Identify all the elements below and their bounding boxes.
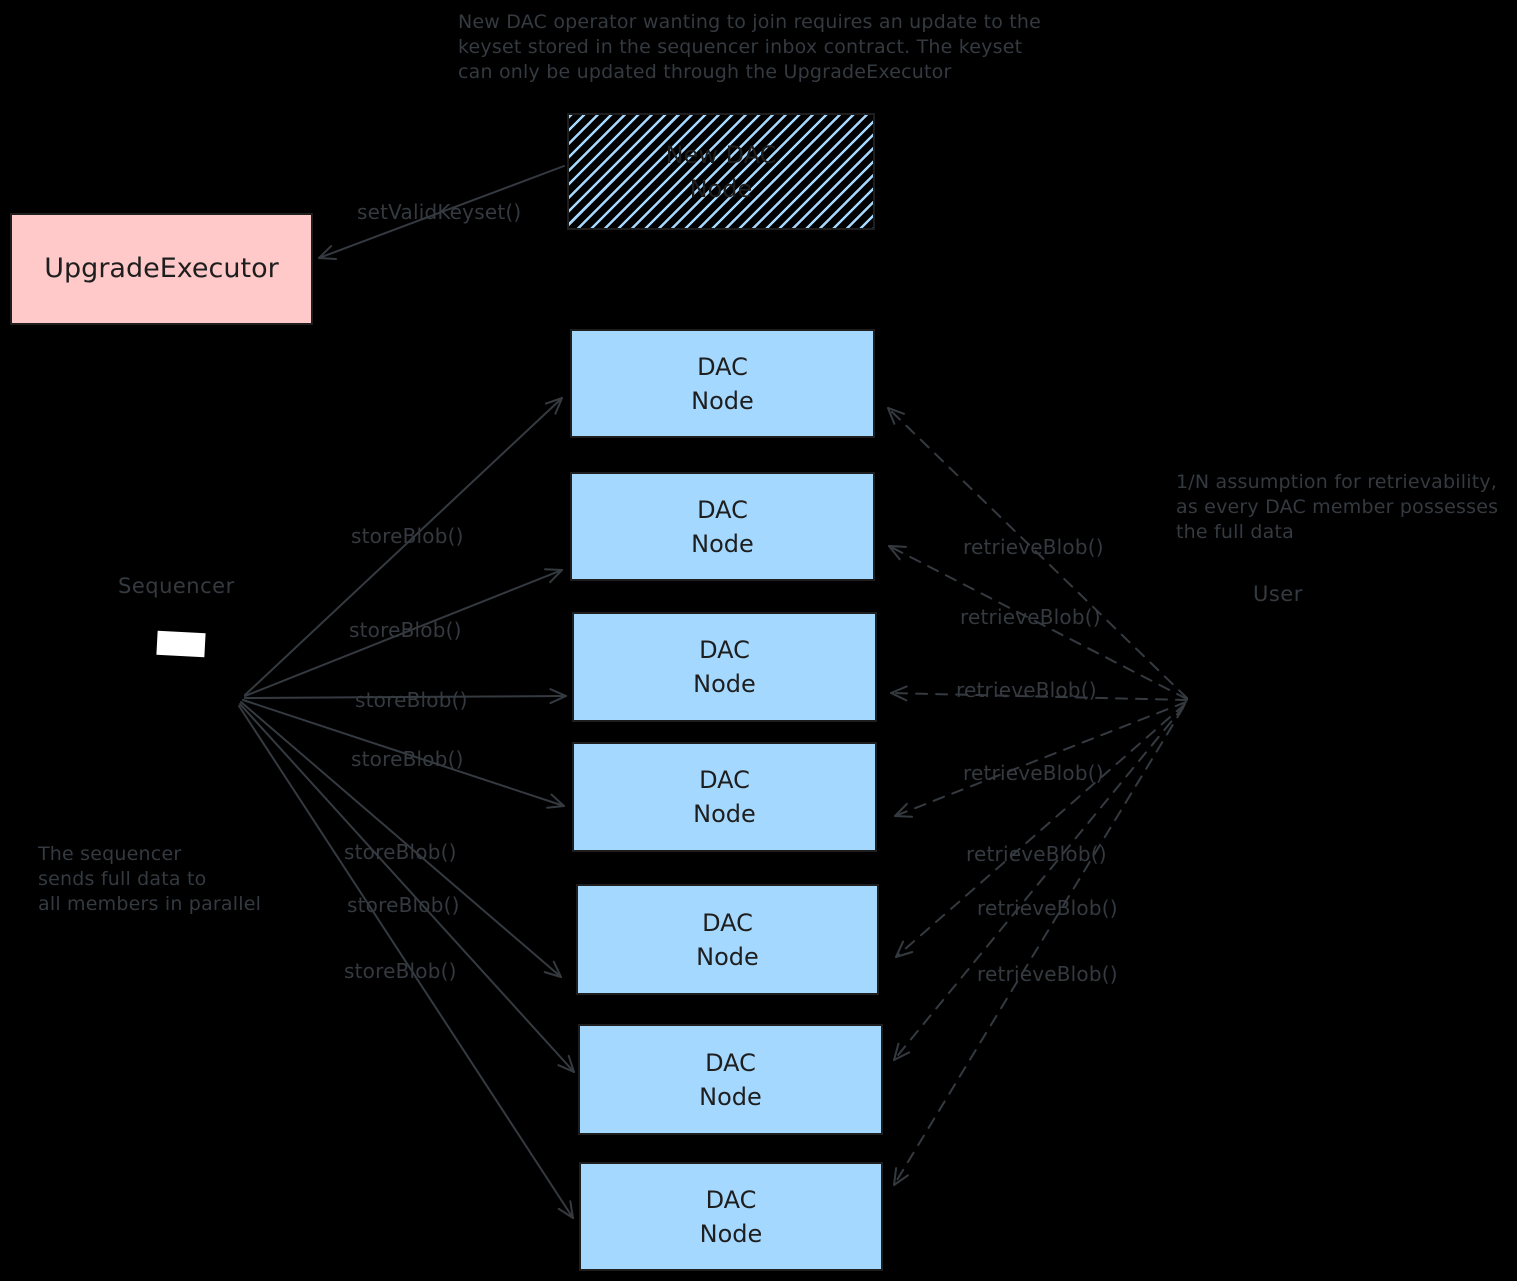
- sequencer-icon: [156, 630, 206, 658]
- dac-node-box-6: DAC Node: [578, 1024, 883, 1135]
- dac-node-box-2: DAC Node: [570, 472, 875, 581]
- upgrade-executor-box: UpgradeExecutor: [10, 213, 313, 325]
- store-blob-label-7: storeBlob(): [344, 959, 457, 983]
- store-blob-label-2: storeBlob(): [349, 618, 462, 642]
- retrieve-blob-label-7: retrieveBlob(): [977, 962, 1118, 986]
- dac-node-box-1: DAC Node: [570, 329, 875, 438]
- dac-node-box-4: DAC Node: [572, 742, 877, 852]
- store-blob-label-4: storeBlob(): [351, 747, 464, 771]
- sequencer-label: Sequencer: [118, 574, 235, 598]
- retrieve-blob-arrow-6: [893, 705, 1185, 1061]
- store-blob-label-1: storeBlob(): [351, 524, 464, 548]
- retrieve-blob-label-4: retrieveBlob(): [963, 761, 1104, 785]
- new-dac-node-box: New DAC Node: [567, 113, 875, 230]
- retrieve-blob-label-6: retrieveBlob(): [977, 896, 1118, 920]
- set-valid-keyset-label: setValidKeyset(): [357, 200, 522, 224]
- retrieve-blob-label-1: retrieveBlob(): [963, 535, 1104, 559]
- retrievability-note: 1/N assumption for retrievability, as ev…: [1176, 471, 1499, 543]
- store-blob-label-5: storeBlob(): [344, 840, 457, 864]
- sequencer-note: The sequencer sends full data to all mem…: [38, 843, 262, 915]
- dac-node-box-5: DAC Node: [576, 884, 879, 995]
- top-note: New DAC operator wanting to join require…: [458, 11, 1042, 83]
- dac-node-box-3: DAC Node: [572, 612, 877, 722]
- retrieve-blob-label-2: retrieveBlob(): [960, 605, 1101, 629]
- retrieve-blob-label-5: retrieveBlob(): [966, 842, 1107, 866]
- store-blob-label-3: storeBlob(): [355, 688, 468, 712]
- user-label: User: [1253, 582, 1303, 606]
- retrieve-blob-arrow-4: [894, 701, 1187, 818]
- retrieve-blob-label-3: retrieveBlob(): [956, 678, 1097, 702]
- store-blob-label-6: storeBlob(): [347, 893, 460, 917]
- dac-node-box-7: DAC Node: [579, 1162, 883, 1271]
